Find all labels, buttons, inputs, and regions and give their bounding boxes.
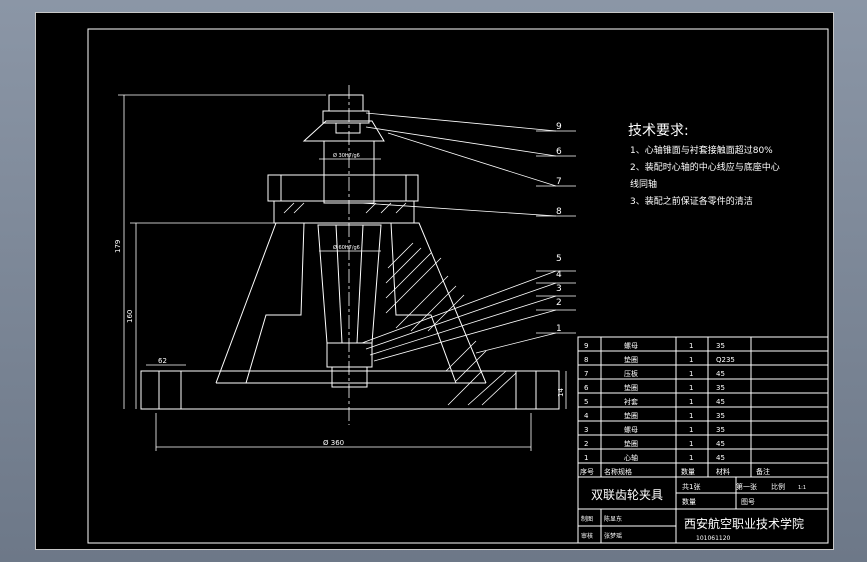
top-nut xyxy=(302,94,385,142)
bom-row-no: 9 xyxy=(584,342,588,350)
dim-base-diameter: Ø 360 xyxy=(323,439,344,447)
bom-row-name: 垫圈 xyxy=(624,439,638,448)
bom-row-no: 6 xyxy=(584,384,589,392)
technical-requirements: 技术要求: 1、心轴锥面与衬套接触面超过80% 2、装配时心轴的中心线应与底座中… xyxy=(628,123,780,207)
drawing-sheet: 9 6 7 8 5 4 3 2 1 179 160 62 14 Ø 360 Ø … xyxy=(35,12,834,550)
mandrel xyxy=(317,140,382,388)
title-block: 双联齿轮夹具 共1张 第一张 比例 1:1 数量 图号 制图 陈显东 审核 张梦… xyxy=(577,476,829,544)
bom-row-material: 45 xyxy=(716,440,725,448)
bom-row-material: 35 xyxy=(716,384,725,392)
bom-row-name: 垫圈 xyxy=(624,355,638,364)
dim-base-height: 160 xyxy=(126,310,134,323)
checker-name: 张梦瑶 xyxy=(604,532,622,540)
dim-fit-top: Ø 30H7/g6 xyxy=(333,152,360,159)
scale-label: 比例 xyxy=(771,482,785,491)
tech-line-2: 2、装配时心轴的中心线应与底座中心 xyxy=(630,161,780,173)
bom-row-qty: 1 xyxy=(689,356,693,364)
sheet-number: 第一张 xyxy=(736,482,757,491)
bom-row-qty: 1 xyxy=(689,384,693,392)
base-plate xyxy=(140,370,560,410)
dim-small-width: 62 xyxy=(158,357,167,365)
bom-row-no: 3 xyxy=(584,426,588,434)
bom-row-name: 垫圈 xyxy=(624,383,638,392)
balloon-7: 7 xyxy=(556,177,562,187)
bom-row-material: 35 xyxy=(716,412,725,420)
bom-row-material: 45 xyxy=(716,370,725,378)
drawer-name: 陈显东 xyxy=(604,515,622,523)
tech-line-1: 1、心轴锥面与衬套接触面超过80% xyxy=(630,144,773,156)
balloon-9: 9 xyxy=(556,122,562,132)
inner-frame xyxy=(87,28,829,544)
bom-row-material: 35 xyxy=(716,426,725,434)
qty-label: 数量 xyxy=(682,497,696,506)
bom-row-material: Q235 xyxy=(716,356,735,364)
drawing-canvas: 9 6 7 8 5 4 3 2 1 179 160 62 14 Ø 360 Ø … xyxy=(87,28,829,544)
drawing-no-label: 图号 xyxy=(741,498,755,506)
balloon-1: 1 xyxy=(556,324,562,334)
dimension-lines xyxy=(118,94,567,451)
bom-row-qty: 1 xyxy=(689,342,693,350)
dim-total-height: 179 xyxy=(114,240,122,253)
tech-line-3: 线同轴 xyxy=(630,178,657,190)
bom-row-no: 5 xyxy=(584,398,588,406)
bom-row-material: 45 xyxy=(716,398,725,406)
balloon-4: 4 xyxy=(556,270,562,280)
bom-row-no: 4 xyxy=(584,412,589,420)
gear-blank xyxy=(267,174,419,224)
checked-by-label: 审核 xyxy=(581,532,593,540)
bom-row-name: 衬套 xyxy=(624,397,638,406)
bom-row-material: 35 xyxy=(716,342,725,350)
drawing-name: 双联齿轮夹具 xyxy=(591,488,663,502)
bom-row-no: 1 xyxy=(584,454,588,462)
bom-row-qty: 1 xyxy=(689,412,693,420)
tech-title: 技术要求: xyxy=(628,123,689,139)
bom-row-no: 2 xyxy=(584,440,588,448)
bom-header-note: 备注 xyxy=(756,467,770,476)
bom-header-material: 材料 xyxy=(716,467,730,476)
bom-row-qty: 1 xyxy=(689,398,693,406)
drawn-by-label: 制图 xyxy=(581,515,593,523)
bom-row-no: 7 xyxy=(584,370,588,378)
bom-row-name: 压板 xyxy=(624,369,638,378)
bom-header-no: 序号 xyxy=(580,467,594,476)
bom-row-qty: 1 xyxy=(689,426,693,434)
dim-base-thickness: 14 xyxy=(557,388,565,397)
bom-row-name: 螺母 xyxy=(624,425,638,434)
bom-row-qty: 1 xyxy=(689,370,693,378)
bom-row-name: 心轴 xyxy=(624,453,638,462)
balloon-3: 3 xyxy=(556,284,562,294)
balloon-8: 8 xyxy=(556,207,562,217)
bom-row-material: 45 xyxy=(716,454,725,462)
bom-row-name: 垫圈 xyxy=(624,411,638,420)
dim-fit-mid: Ø 60H7/g6 xyxy=(333,244,360,251)
bom-row-name: 螺母 xyxy=(624,341,638,350)
balloon-6: 6 xyxy=(556,147,562,157)
balloon-5: 5 xyxy=(556,254,562,264)
bom-row-qty: 1 xyxy=(689,440,693,448)
balloon-2: 2 xyxy=(556,298,562,308)
sheet-count: 共1张 xyxy=(682,482,700,491)
hatched-section xyxy=(283,202,517,406)
bom-header-name: 名称规格 xyxy=(604,467,632,476)
scale-value: 1:1 xyxy=(798,485,806,491)
bom-row-no: 8 xyxy=(584,356,588,364)
tech-line-4: 3、装配之前保证各零件的清洁 xyxy=(630,195,753,207)
school-name: 西安航空职业技术学院 xyxy=(684,516,804,531)
bom-row-qty: 1 xyxy=(689,454,693,462)
leader-lines xyxy=(360,112,576,362)
bom-header-qty: 数量 xyxy=(681,467,695,476)
code-number: 101061120 xyxy=(696,535,731,542)
